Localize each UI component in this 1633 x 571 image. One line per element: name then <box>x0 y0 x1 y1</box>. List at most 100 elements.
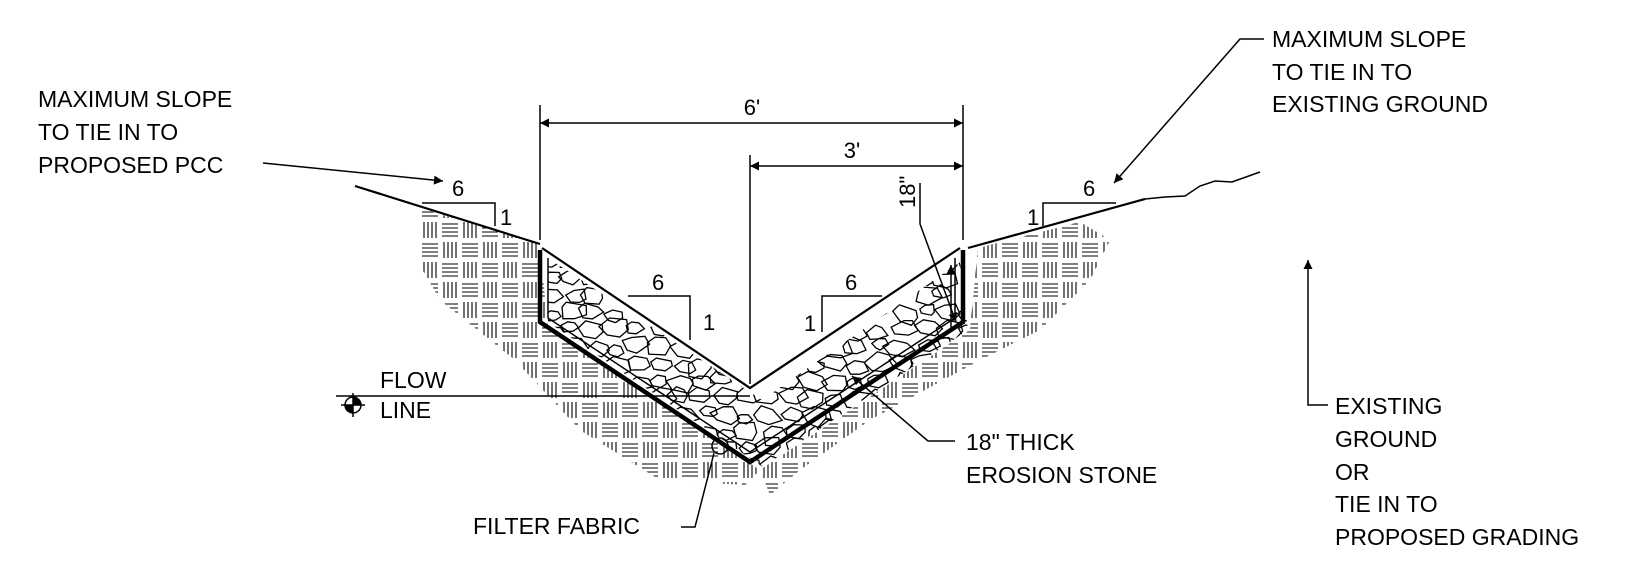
stone-outline <box>548 402 567 423</box>
stone-outline <box>671 464 689 467</box>
stone-outline <box>842 335 867 355</box>
stone-outline <box>890 319 920 336</box>
stone-outline <box>716 272 745 293</box>
stone-outline <box>625 321 646 335</box>
stone-outline <box>831 258 849 270</box>
stone-outline <box>609 285 630 301</box>
stone-outline <box>623 455 643 467</box>
stone-outline <box>936 370 964 388</box>
existing-note-line3: OR <box>1335 459 1370 485</box>
stone-outline <box>849 444 878 461</box>
stone-outline <box>760 285 785 303</box>
existing-ground-callout: EXISTING GROUND OR TIE IN TO PROPOSED GR… <box>1303 260 1579 550</box>
existing-note-line1: EXISTING <box>1335 393 1442 419</box>
stone-outline <box>577 302 605 320</box>
left-ground-run: 6 <box>452 176 464 201</box>
stone-outline <box>821 459 843 467</box>
half-width-value: 3' <box>844 138 860 163</box>
stone-outline <box>732 269 762 285</box>
stone-outline <box>606 344 625 358</box>
stone-outline <box>962 292 968 305</box>
stone-outline <box>915 286 944 306</box>
stone-outline <box>561 427 578 441</box>
stone-note-line2: EROSION STONE <box>966 462 1157 488</box>
stone-outline <box>692 336 719 353</box>
stone-outline <box>851 428 871 441</box>
stone-outline <box>788 269 807 281</box>
right-ground-rise: 1 <box>1027 205 1039 230</box>
stone-outline <box>752 387 779 405</box>
right-slope-callout: MAXIMUM SLOPE TO TIE IN TO EXISTING GROU… <box>1113 26 1488 184</box>
stone-outline <box>710 289 735 306</box>
stone-outline <box>760 325 781 341</box>
filter-fabric-callout-circle <box>711 437 729 455</box>
left-slope-note-line3: PROPOSED PCC <box>38 152 223 178</box>
stone-outline <box>708 406 741 426</box>
stone-outline <box>649 357 674 372</box>
stone-outline <box>954 408 968 430</box>
stone-outline <box>610 460 631 467</box>
stone-outline <box>804 359 825 374</box>
existing-ground-line <box>1144 171 1261 200</box>
stone-outline <box>754 274 783 290</box>
channel-surface-line <box>541 247 961 390</box>
left-slope-callout: MAXIMUM SLOPE TO TIE IN TO PROPOSED PCC <box>38 86 444 185</box>
stone-outline <box>666 258 688 270</box>
stone-outline <box>565 375 587 389</box>
stone-outline <box>779 360 803 377</box>
stone-depth-dimension: 18" <box>895 176 958 330</box>
stone-outline <box>738 441 758 455</box>
stone-outline <box>548 425 569 442</box>
stone-outline <box>965 270 968 285</box>
stone-outline <box>605 440 629 458</box>
stone-outline <box>645 454 671 467</box>
filter-fabric-inner-line <box>547 258 956 453</box>
stone-outline <box>733 352 756 371</box>
stone-outline <box>738 308 765 324</box>
stone-outline <box>935 410 960 428</box>
stone-outline <box>910 409 941 427</box>
stone-outline <box>867 452 896 467</box>
stone-outline <box>863 351 899 373</box>
stone-depth-value: 18" <box>895 176 920 208</box>
stone-outline <box>894 440 921 459</box>
existing-note-line2: GROUND <box>1335 426 1437 452</box>
stone-outline <box>566 358 584 372</box>
stone-outline <box>553 452 583 467</box>
left-slope-note-line2: TO TIE IN TO <box>38 119 178 145</box>
stone-outline <box>820 374 848 392</box>
stone-outline <box>804 265 834 286</box>
stone-outline <box>802 457 824 467</box>
stone-outline <box>577 391 605 408</box>
stone-outline <box>548 310 563 322</box>
stone-outline <box>548 288 565 304</box>
stone-outline <box>667 305 698 325</box>
stone-outline <box>611 258 630 270</box>
stone-outline <box>781 285 804 300</box>
stone-outline <box>927 439 959 459</box>
stone-outline <box>957 324 968 336</box>
stone-outline <box>753 436 781 456</box>
stone-outline <box>577 320 604 340</box>
right-slope-note-line2: TO TIE IN TO <box>1272 59 1412 85</box>
stone-outline <box>913 393 939 410</box>
stone-outline <box>580 453 606 467</box>
stone-outline <box>557 440 588 461</box>
stone-outline <box>938 388 962 401</box>
stone-outline <box>868 439 891 456</box>
stone-outline <box>837 300 868 318</box>
stone-outline <box>956 306 968 324</box>
right-slope-note-line3: EXISTING GROUND <box>1272 91 1488 117</box>
right-ground-slope-triangle: 6 1 <box>1027 176 1116 230</box>
stone-outline <box>870 421 900 442</box>
stone-outline <box>938 424 960 441</box>
stone-outline <box>795 258 830 270</box>
stone-outline <box>548 441 559 460</box>
stone-outline <box>597 317 630 338</box>
stone-outline <box>555 336 590 358</box>
stone-outline <box>564 288 587 304</box>
stone-outline <box>674 275 691 289</box>
stone-outline <box>845 360 870 375</box>
right-ground-line <box>967 197 1146 250</box>
stone-outline <box>666 386 689 404</box>
